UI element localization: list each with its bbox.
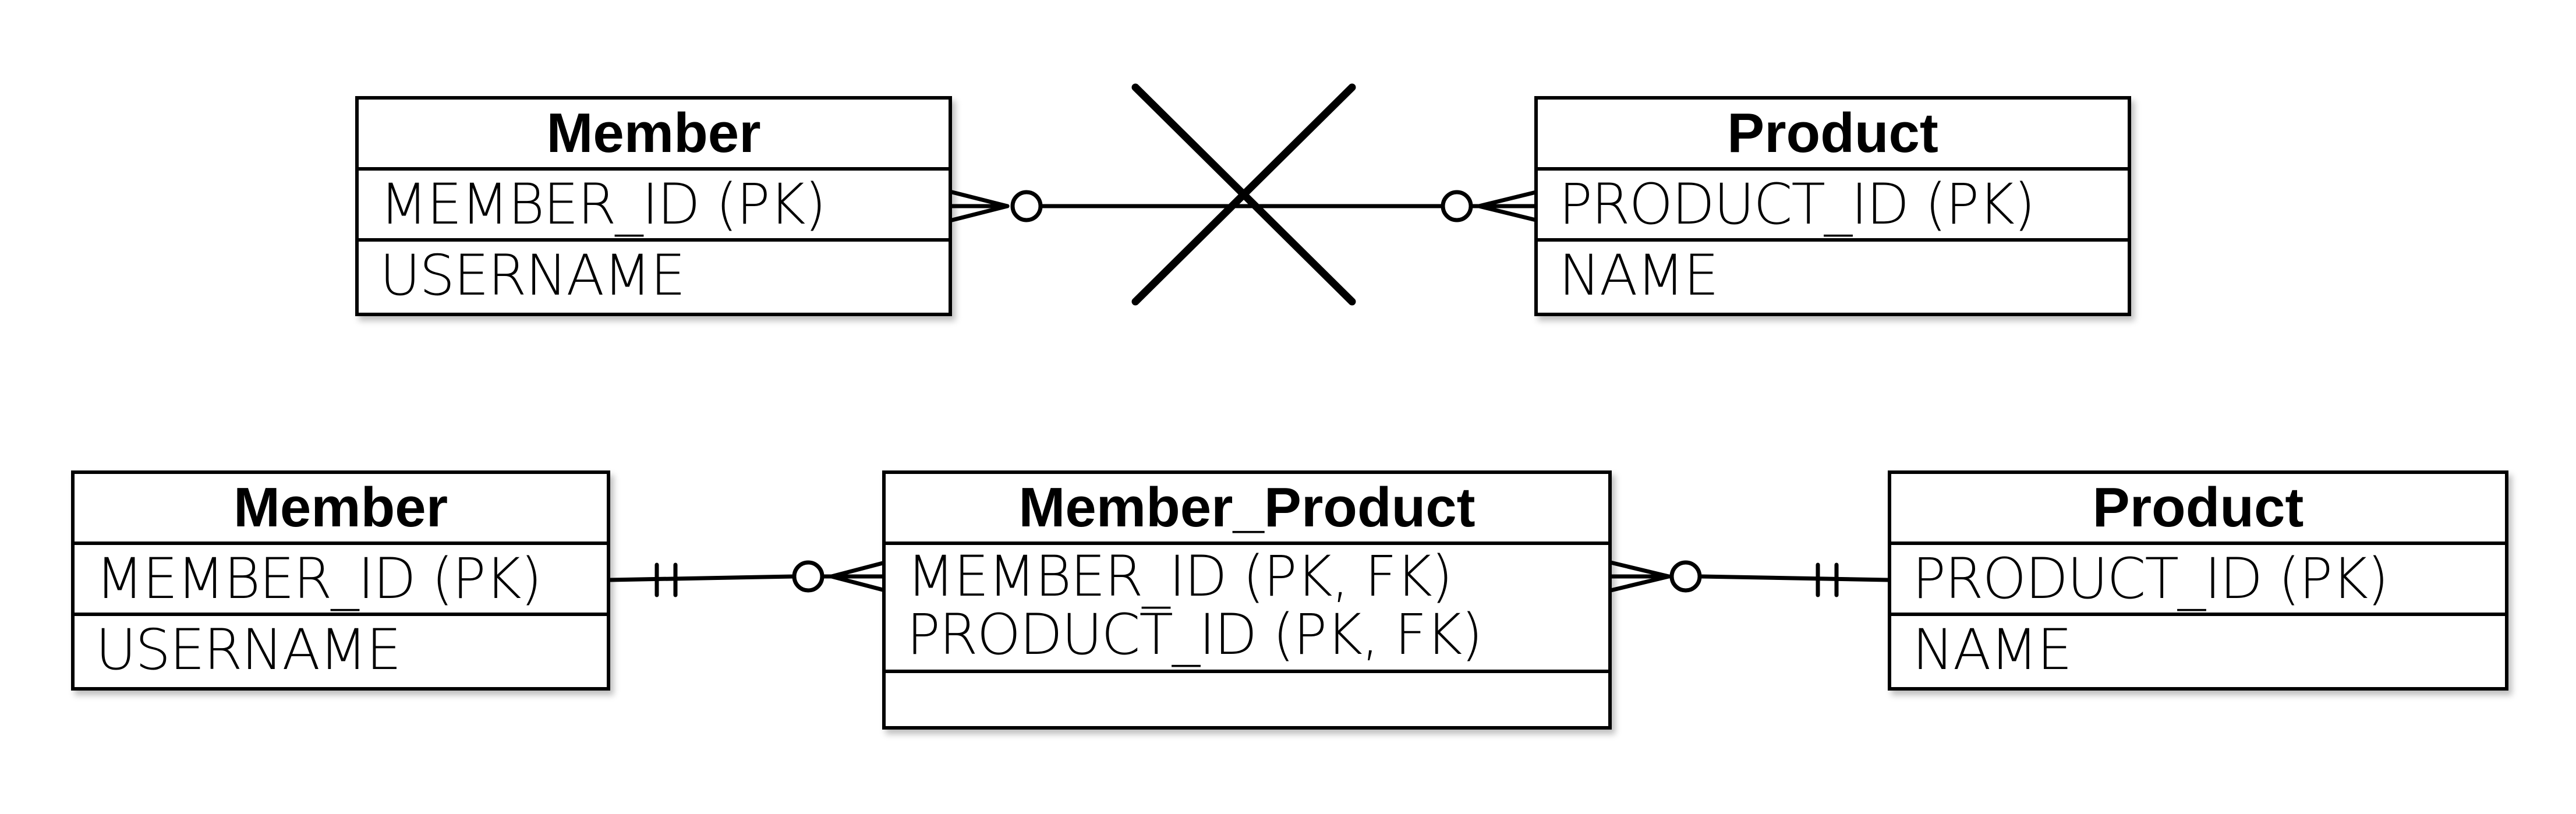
- crossed-out-icon: [1131, 83, 1356, 306]
- entity-field: MEMBER_ID (PK, FK): [907, 544, 1453, 609]
- entity-field: USERNAME: [380, 243, 686, 308]
- entity-field: PRODUCT_ID (PK): [1559, 172, 2036, 237]
- member-product-to-product-link: [1608, 560, 1890, 597]
- member-to-member-product-link: [608, 560, 887, 597]
- entity-field: NAME: [1912, 617, 2072, 682]
- entity-field: MEMBER_ID (PK): [380, 172, 826, 237]
- entity-title: Member_Product: [886, 474, 1608, 545]
- top-many-to-many-link: [950, 190, 1538, 222]
- bottom-product-entity: Product PRODUCT_ID (PK) NAME: [1888, 470, 2508, 691]
- entity-field: USERNAME: [95, 617, 402, 682]
- entity-title: Product: [1538, 100, 2128, 171]
- top-member-entity: Member MEMBER_ID (PK) USERNAME: [355, 96, 952, 316]
- entity-title: Member: [359, 100, 949, 171]
- entity-field: NAME: [1559, 243, 1719, 308]
- entity-title: Member: [75, 474, 607, 545]
- bottom-member-entity: Member MEMBER_ID (PK) USERNAME: [71, 470, 610, 691]
- entity-title: Product: [1891, 474, 2505, 545]
- entity-field: PRODUCT_ID (PK): [1912, 546, 2389, 611]
- member-product-entity: Member_Product MEMBER_ID (PK, FK) PRODUC…: [882, 470, 1612, 730]
- entity-field: MEMBER_ID (PK): [95, 546, 542, 611]
- top-product-entity: Product PRODUCT_ID (PK) NAME: [1534, 96, 2131, 316]
- entity-field: PRODUCT_ID (PK, FK): [907, 602, 1483, 667]
